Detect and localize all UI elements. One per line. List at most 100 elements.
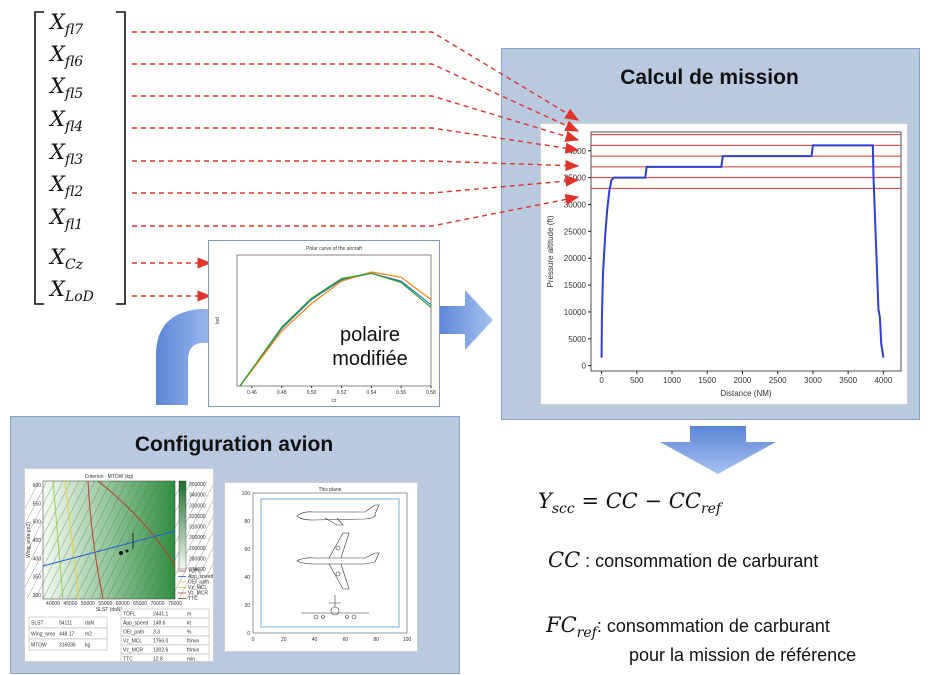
- hatch-line: [90, 480, 152, 600]
- criterion-y-tick-label: 350: [33, 575, 42, 581]
- plane-y-tick-label: 20: [244, 603, 250, 609]
- vector-item-sub: fl5: [64, 86, 84, 103]
- table-left-cell: 94111: [59, 621, 72, 627]
- cc-definition: CC : consommation de carburant: [548, 548, 819, 572]
- hatch-line: [58, 480, 120, 600]
- polar-x-tick-label: 0.48: [277, 390, 287, 396]
- y-tick-label: 30000: [564, 201, 587, 210]
- polar-x-tick-label: 0.46: [247, 390, 257, 396]
- table-left-cell: kg: [85, 643, 91, 649]
- criterion-y-tick-label: 400: [33, 556, 42, 562]
- plane-title: This plane: [318, 487, 341, 493]
- plane-y-tick-label: 80: [244, 519, 250, 525]
- hatch-line: [98, 480, 160, 600]
- vector-item-sub: LoD: [64, 289, 94, 306]
- table-right-cell: App_speed: [123, 621, 149, 627]
- table-right-cell: 1302.6: [153, 648, 169, 654]
- table-left-cell: daN: [85, 621, 95, 627]
- plane-x-tick-label: 100: [403, 637, 412, 643]
- criterion-x-tick-label: 70000: [151, 601, 165, 607]
- x-tick-label: 0: [599, 376, 604, 385]
- fc-definition: FCref: consommation de carburant: [546, 613, 830, 642]
- vector-item-base: X: [50, 140, 65, 164]
- x-tick-label: 2000: [734, 376, 752, 385]
- polar-x-tick-label: 0.54: [366, 390, 376, 396]
- plane-frame: [260, 498, 400, 628]
- plane-y-tick-label: 40: [244, 575, 250, 581]
- table-left-cell: SLST: [31, 621, 44, 627]
- design-point-alt: [125, 549, 129, 553]
- criterion-x-label: SLST (daN): [96, 607, 123, 613]
- polar-title: Polar curve of the aircraft: [306, 246, 362, 252]
- criterion-y-label: Wing_area (m2): [26, 522, 32, 558]
- vector-item-fl3: Xfl3: [50, 140, 83, 168]
- vector-item-base: X: [50, 205, 65, 229]
- constraint-tofl: [87, 480, 104, 600]
- table-right-cell: 148.6: [153, 621, 166, 627]
- hatch-line: [122, 480, 184, 600]
- plane-y-tick-label: 100: [242, 491, 251, 497]
- plane-y-tick-label: 0: [247, 631, 250, 637]
- vector-item-base: X: [50, 10, 65, 34]
- criterion-x-tick-label: 65000: [133, 601, 147, 607]
- constraint-vz: [97, 480, 176, 567]
- ycc-equation: Yscc = CC − CCref: [538, 489, 722, 518]
- criterion-x-tick-label: 40000: [46, 601, 60, 607]
- table-right-row: [120, 653, 210, 664]
- table-right-cell: 3.3: [153, 630, 160, 636]
- polar-series-line: [239, 272, 432, 387]
- altitude-profile-line: [600, 144, 885, 358]
- curved-flow-arrow: [156, 309, 212, 405]
- vector-item-sub: fl1: [64, 217, 84, 234]
- vector-item-base: X: [50, 172, 65, 196]
- table-right-cell: Vz_MCR: [123, 648, 143, 654]
- y-tick-label: 0: [582, 362, 587, 371]
- table-left-cell: MTOW: [31, 643, 47, 649]
- y-tick-label: 15000: [564, 281, 587, 290]
- legend-label: App_speed: [188, 574, 213, 580]
- x-axis-label: Distance (NM): [720, 389, 771, 398]
- hatch-line: [18, 480, 80, 600]
- legend-label: Vz_MCL: [188, 585, 207, 591]
- constraint-oei: [64, 480, 80, 600]
- colorbar-tick-label: 350000: [189, 482, 206, 488]
- vector-item-base: X: [50, 245, 65, 269]
- criterion-y-tick-label: 500: [33, 520, 42, 526]
- colorbar: [178, 480, 187, 570]
- plane-front-view: [301, 595, 369, 620]
- flight-level-arrow: [132, 63, 580, 132]
- vector-item-base: X: [50, 277, 65, 301]
- table-right-cell: ft/min: [187, 639, 199, 645]
- vector-item-sub: fl4: [64, 119, 84, 136]
- criterion-x-tick-label: 45000: [63, 601, 77, 607]
- plot-area: [590, 131, 902, 372]
- colorbar-tick-label: 330000: [189, 503, 206, 509]
- vector-brackets: [34, 11, 126, 305]
- flow-arrow-right: [437, 290, 493, 350]
- flight-level-arrow: [132, 127, 580, 154]
- x-tick-label: 4000: [874, 376, 892, 385]
- vector-item-sub: fl6: [64, 54, 84, 71]
- table-left-row: [28, 638, 108, 651]
- vector-item-fl6: Xfl6: [50, 42, 83, 70]
- polar-x-tick-label: 0.58: [426, 390, 436, 396]
- y-tick-label: 10000: [564, 308, 587, 317]
- hatch-line: [146, 480, 208, 600]
- constraint-mcl: [52, 480, 64, 600]
- table-right-cell: min: [187, 657, 195, 662]
- criterion-title: Criterion : MTOW (kg): [85, 474, 134, 480]
- plane-x-tick-label: 80: [373, 637, 379, 643]
- legend-label: TTC: [188, 596, 198, 602]
- table-right-cell: TTC: [123, 657, 133, 662]
- table-left-cell: 448.17: [59, 632, 75, 638]
- vector-item-base: X: [50, 74, 65, 98]
- mission-title: Calcul de mission: [620, 66, 799, 89]
- legend-label: Vz_MCR: [188, 591, 208, 597]
- app-speed-line: [42, 530, 176, 567]
- plane-x-tick-label: 60: [343, 637, 349, 643]
- criterion-y-tick-label: 300: [33, 593, 42, 599]
- hatch-line: [42, 480, 104, 600]
